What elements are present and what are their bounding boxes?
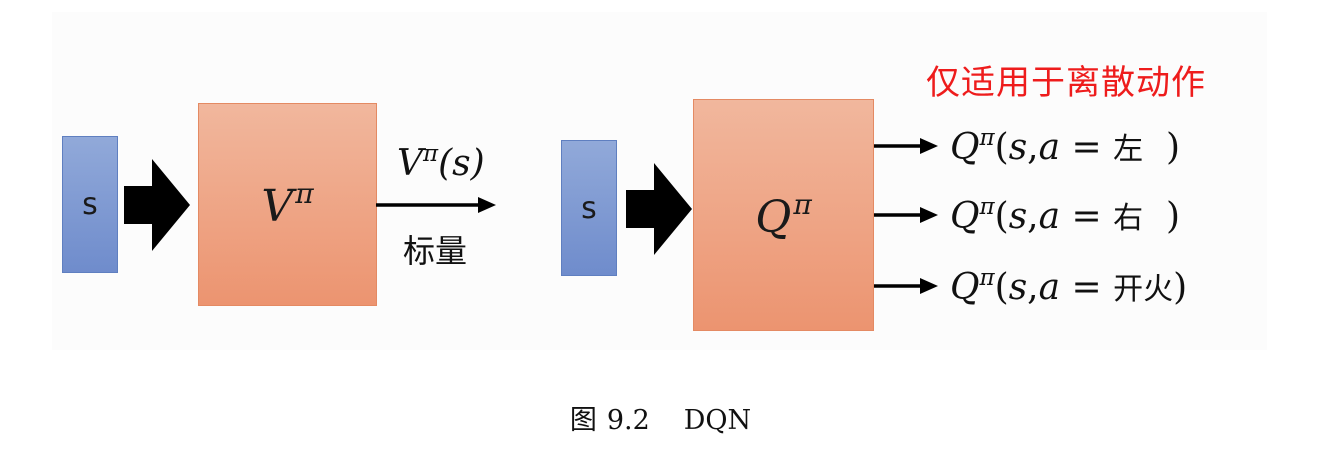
q-network-box: Qπ xyxy=(693,99,874,331)
state-input-box-right: s xyxy=(561,140,617,276)
discrete-action-note: 仅适用于离散动作 xyxy=(926,63,1206,103)
action-label: 开火 xyxy=(1113,272,1174,307)
scalar-output-arrow-icon xyxy=(376,197,496,213)
figure-caption: 图 9.2 DQN xyxy=(0,398,1321,437)
scalar-label: 标量 xyxy=(403,232,468,270)
q-output-right: Qπ(s,a = 右 ) xyxy=(950,194,1181,237)
value-network-box: Vπ xyxy=(198,103,377,306)
caption-title: DQN xyxy=(683,405,752,436)
q-output-arrow-icon xyxy=(874,278,938,294)
state-label: s xyxy=(82,187,98,222)
value-output-expression: Vπ(s) xyxy=(397,141,485,184)
input-arrow-right-icon xyxy=(626,163,692,255)
caption-number: 9.2 xyxy=(606,405,650,436)
action-label: 右 xyxy=(1113,201,1144,236)
value-network-label: Vπ xyxy=(261,177,314,232)
action-label: 左 xyxy=(1113,132,1144,167)
state-input-box-left: s xyxy=(62,136,118,273)
caption-prefix: 图 xyxy=(569,405,597,436)
q-output-left: Qπ(s,a = 左 ) xyxy=(950,125,1181,168)
q-output-fire: Qπ(s,a = 开火) xyxy=(950,265,1188,308)
input-arrow-left-icon xyxy=(124,159,190,251)
q-output-arrow-icon xyxy=(874,207,938,223)
q-network-label: Qπ xyxy=(755,187,812,243)
state-label: s xyxy=(581,190,597,226)
q-output-arrow-icon xyxy=(874,138,938,154)
